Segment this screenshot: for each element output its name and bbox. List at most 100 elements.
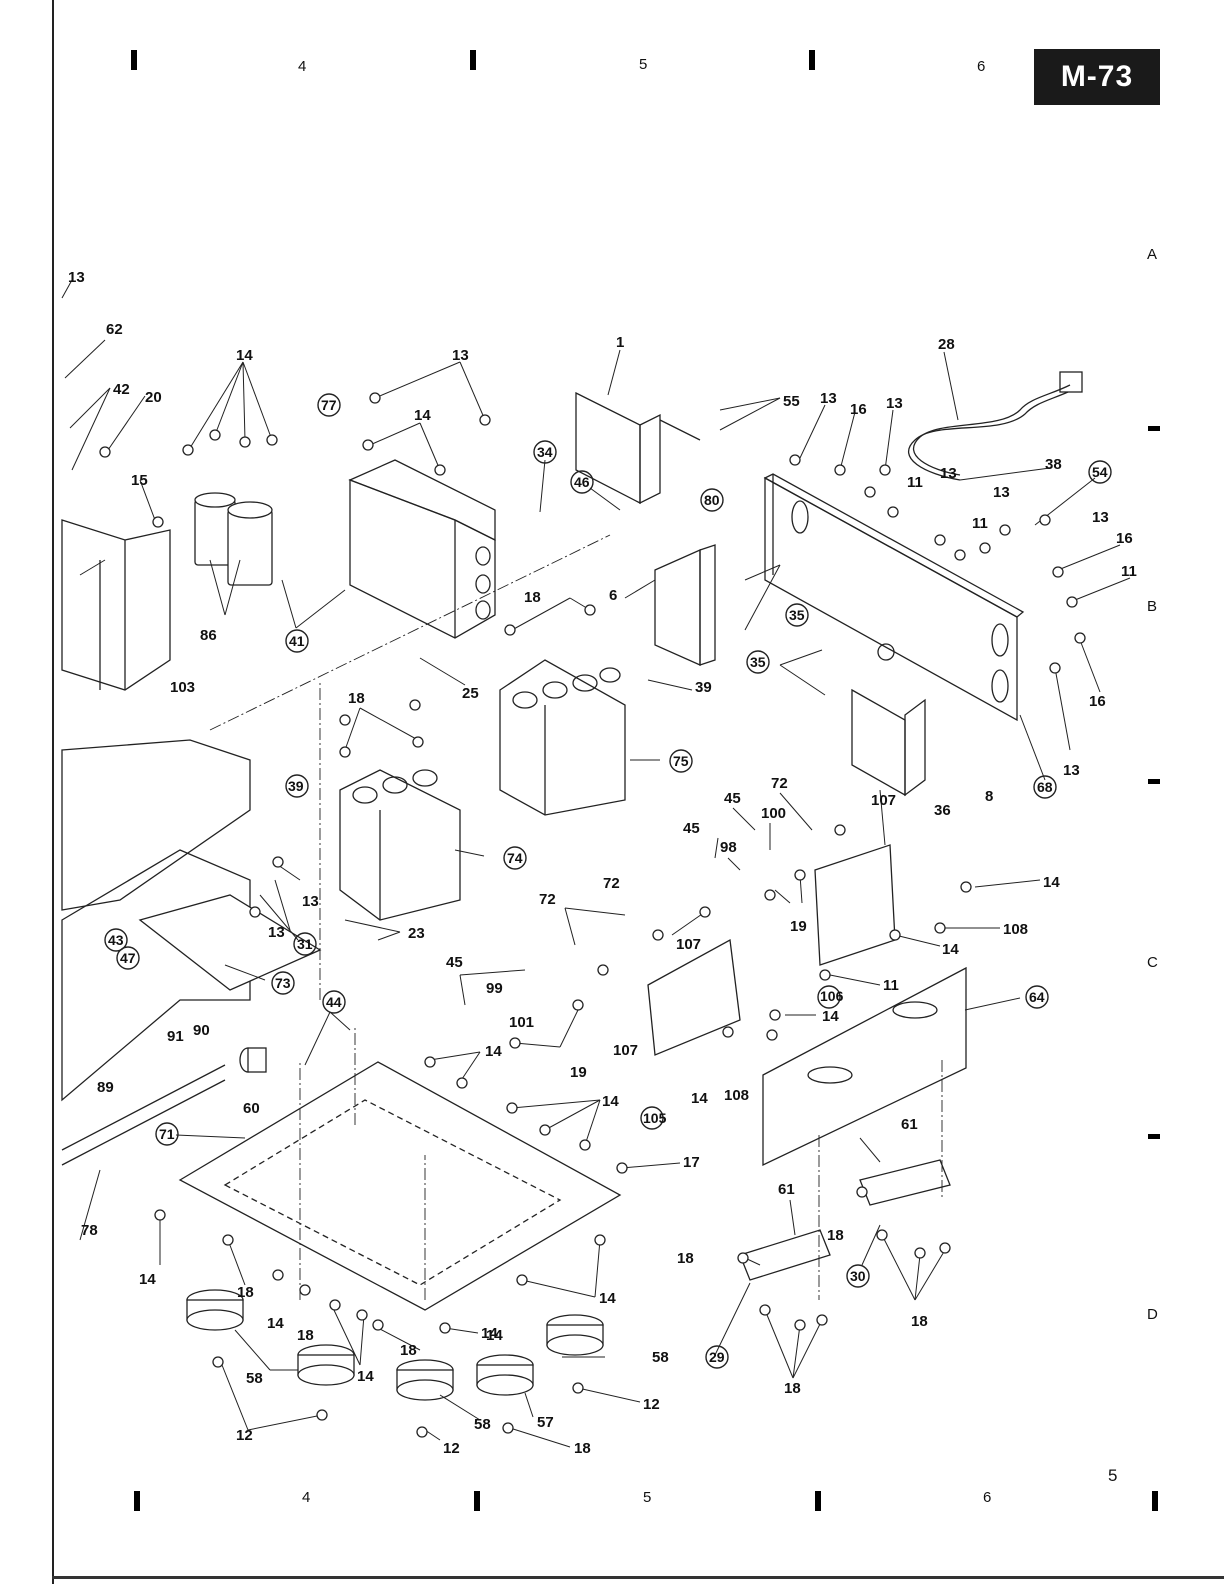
callout-circled: 35: [789, 607, 805, 623]
screws: [99, 392, 1086, 1438]
callout: 58: [246, 1370, 263, 1387]
callout: 11: [907, 474, 923, 491]
callout: 13: [68, 269, 85, 286]
callout: 101: [509, 1014, 534, 1031]
rod-78: [61, 1064, 226, 1151]
callout: 13: [302, 893, 319, 910]
callout: 13: [886, 395, 903, 412]
callout: 14: [485, 1043, 502, 1060]
callout: 16: [850, 401, 867, 418]
column-tick: [809, 50, 815, 70]
callout-circled: 105: [643, 1110, 667, 1126]
callout-circled: 41: [289, 633, 305, 649]
callout: 8: [985, 788, 993, 805]
callout-circled: 35: [750, 654, 766, 670]
column-tick: [1152, 1491, 1158, 1511]
pcb-6: [654, 544, 716, 667]
callout: 78: [81, 1222, 98, 1239]
heat-sink-77: [348, 459, 496, 639]
callout: 90: [193, 1022, 210, 1039]
callout: 16: [1116, 530, 1133, 547]
pcb-8: [851, 688, 926, 797]
column-tick: [470, 50, 476, 70]
callout: 18: [677, 1250, 694, 1267]
callout: 36: [934, 802, 951, 819]
callout-labels: 1 28 13 55 16 13 14 13 62 42 20 15 14 13…: [68, 269, 1137, 1457]
callout: 39: [695, 679, 712, 696]
column-label-bottom: 4: [302, 1489, 311, 1506]
callout-circled: 64: [1029, 989, 1045, 1005]
model-tab: M-73: [1034, 49, 1160, 105]
callout: 62: [106, 321, 123, 338]
callout: 11: [883, 977, 899, 994]
callout-circled: 39: [288, 778, 304, 794]
callout: 89: [97, 1079, 114, 1096]
callout: 55: [783, 393, 800, 410]
callout-circled: 106: [820, 988, 844, 1004]
page-bottom-edge: [52, 1576, 1224, 1579]
callout: 13: [1092, 509, 1109, 526]
callout: 14: [481, 1325, 498, 1342]
callout: 14: [267, 1315, 284, 1332]
callout: 107: [871, 792, 896, 809]
row-label: B: [1147, 598, 1158, 615]
foot-57: [476, 1354, 534, 1396]
callout: 18: [348, 690, 365, 707]
callout-circles: [104, 393, 1112, 1369]
callout: 60: [243, 1100, 260, 1117]
callout: 14: [691, 1090, 708, 1107]
callout: 6: [609, 587, 617, 604]
callout: 19: [790, 918, 807, 935]
callout-circled: 75: [673, 753, 689, 769]
callout: 14: [822, 1008, 839, 1025]
callout: 108: [1003, 921, 1028, 938]
callout: 72: [603, 875, 620, 892]
callout-circled: 74: [507, 850, 523, 866]
column-label-top: 4: [298, 58, 307, 75]
callout: 14: [942, 941, 959, 958]
assembly-lines: [209, 534, 943, 1300]
callout: 18: [297, 1327, 314, 1344]
callout: 14: [599, 1290, 616, 1307]
callout: 14: [602, 1093, 619, 1110]
callout: 14: [1043, 874, 1060, 891]
transformer-103: [61, 519, 171, 691]
callout: 17: [683, 1154, 700, 1171]
foot-58: [186, 1289, 244, 1331]
callout: 13: [1063, 762, 1080, 779]
callout: 12: [443, 1440, 460, 1457]
callout: 14: [139, 1271, 156, 1288]
shield-36: [814, 844, 896, 966]
column-tick: [474, 1491, 480, 1511]
callout-circled: 31: [297, 936, 313, 952]
column-label-top: 5: [639, 56, 648, 73]
column-tick: [131, 50, 137, 70]
callout-circled: 34: [537, 444, 553, 460]
callout: 13: [820, 390, 837, 407]
callout: 45: [683, 820, 700, 837]
callout: 15: [131, 472, 148, 489]
callout: 18: [400, 1342, 417, 1359]
row-tick: [1148, 779, 1160, 784]
callout: 107: [676, 936, 701, 953]
page-left-edge: [52, 0, 54, 1584]
foot-58: [297, 1344, 355, 1386]
callout: 13: [268, 924, 285, 941]
pcb-assembly-1: [575, 391, 701, 505]
callout: 42: [113, 381, 130, 398]
callout: 18: [524, 589, 541, 606]
power-cord: [907, 371, 1083, 481]
callout: 107: [613, 1042, 638, 1059]
column-label-bottom: 5: [643, 1489, 652, 1506]
row-label: D: [1147, 1306, 1158, 1323]
row-tick: [1148, 426, 1160, 431]
callout: 19: [570, 1064, 587, 1081]
callout: 14: [486, 1327, 503, 1344]
callout: 14: [236, 347, 253, 364]
column-label-top: 6: [977, 58, 986, 75]
leader-lines: [61, 279, 1131, 1448]
callout-circled: 80: [704, 492, 720, 508]
bracket-61: [859, 1159, 951, 1206]
callout: 11: [972, 515, 988, 532]
